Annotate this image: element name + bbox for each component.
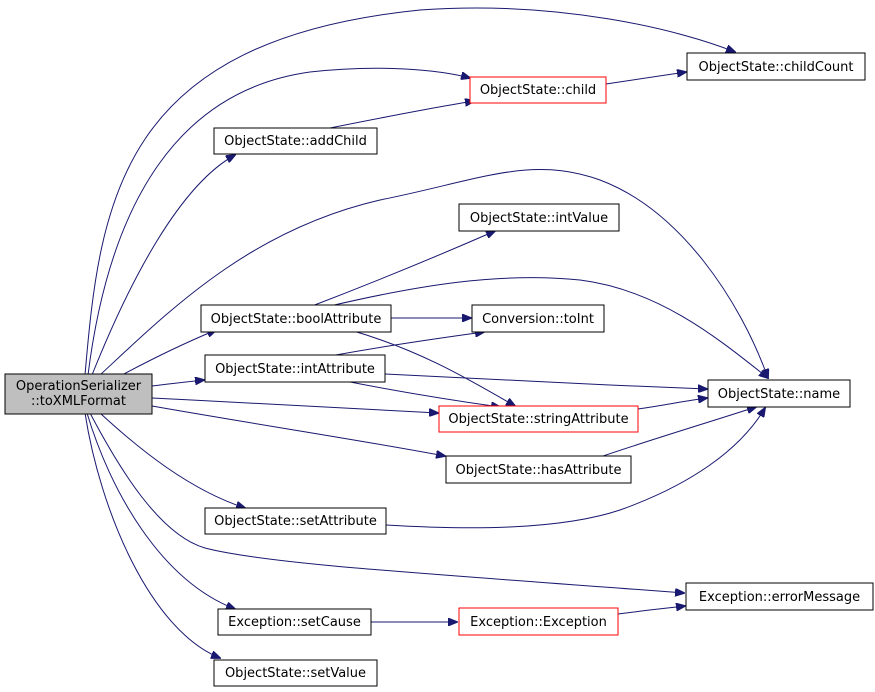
edge-root-to-childcount (84, 7, 735, 376)
node-intvalue-label: ObjectState::intValue (470, 211, 608, 226)
edge-root-to-errormessage (89, 412, 684, 593)
node-child[interactable]: ObjectState::child (469, 76, 607, 104)
edge-setattr-to-name (385, 408, 765, 529)
node-addchild[interactable]: ObjectState::addChild (213, 127, 378, 155)
node-boolattribute-label: ObjectState::boolAttribute (211, 312, 382, 327)
edge-intattr-to-stringattr (339, 379, 500, 407)
node-child-label: ObjectState::child (480, 83, 596, 98)
edge-root-to-stringattr (151, 397, 438, 413)
edge-root-to-setvalue (84, 412, 220, 658)
node-stringattribute[interactable]: ObjectState::stringAttribute (438, 405, 639, 433)
node-toint-label: Conversion::toInt (482, 312, 594, 327)
node-setvalue-label: ObjectState::setValue (225, 666, 366, 681)
node-intvalue[interactable]: ObjectState::intValue (458, 203, 620, 232)
node-root-label-line2: ::toXMLFormat (31, 394, 126, 409)
edge-root-to-setattr (99, 412, 245, 508)
node-errormessage[interactable]: Exception::errorMessage (685, 582, 874, 611)
node-name-label: ObjectState::name (718, 387, 840, 402)
edge-intattr-to-toint (329, 332, 484, 357)
node-childcount[interactable]: ObjectState::childCount (686, 52, 866, 81)
edge-boolattr-to-name (329, 277, 768, 378)
node-setattribute[interactable]: ObjectState::setAttribute (204, 507, 387, 535)
node-boolattribute[interactable]: ObjectState::boolAttribute (200, 304, 392, 333)
node-setcause[interactable]: Exception::setCause (217, 608, 372, 636)
node-intattribute-label: ObjectState::intAttribute (215, 362, 375, 377)
edge-stringattr-to-name (637, 398, 707, 410)
node-exception-ctor[interactable]: Exception::Exception (458, 607, 619, 636)
edge-child-to-childcount (605, 72, 686, 85)
edge-intattr-to-name (384, 373, 707, 389)
edge-boolattr-to-intvalue (311, 231, 495, 307)
edge-addchild-to-child (329, 101, 474, 129)
edge-root-to-name-top (99, 169, 768, 378)
node-errormessage-label: Exception::errorMessage (699, 590, 860, 605)
node-root-label-line1: OperationSerializer (16, 379, 142, 394)
node-childcount-label: ObjectState::childCount (699, 60, 854, 75)
node-addchild-label: ObjectState::addChild (224, 134, 367, 149)
edge-root-to-hasattr (151, 405, 445, 456)
node-name[interactable]: ObjectState::name (707, 379, 851, 408)
node-intattribute[interactable]: ObjectState::intAttribute (204, 354, 386, 383)
node-setcause-label: Exception::setCause (228, 615, 361, 630)
node-stringattribute-label: ObjectState::stringAttribute (448, 412, 628, 427)
node-hasattribute[interactable]: ObjectState::hasAttribute (445, 455, 632, 484)
edge-exception-to-errormessage (617, 606, 685, 615)
edge-root-to-setcause (86, 412, 235, 609)
node-exception-ctor-label: Exception::Exception (470, 615, 607, 630)
edge-root-to-addchild (91, 155, 235, 376)
node-setattribute-label: ObjectState::setAttribute (214, 514, 377, 529)
node-root-toxmlformat[interactable]: OperationSerializer ::toXMLFormat (4, 373, 153, 415)
node-setvalue[interactable]: ObjectState::setValue (213, 659, 378, 687)
edge-hasattr-to-name (599, 407, 756, 458)
edge-boolattr-to-stringattr (349, 329, 515, 406)
node-hasattribute-label: ObjectState::hasAttribute (456, 463, 622, 478)
edge-root-to-intattr (151, 380, 204, 387)
node-toint[interactable]: Conversion::toInt (471, 304, 605, 333)
edge-root-to-boolattr (121, 330, 216, 376)
edge-root-to-child (87, 67, 470, 376)
